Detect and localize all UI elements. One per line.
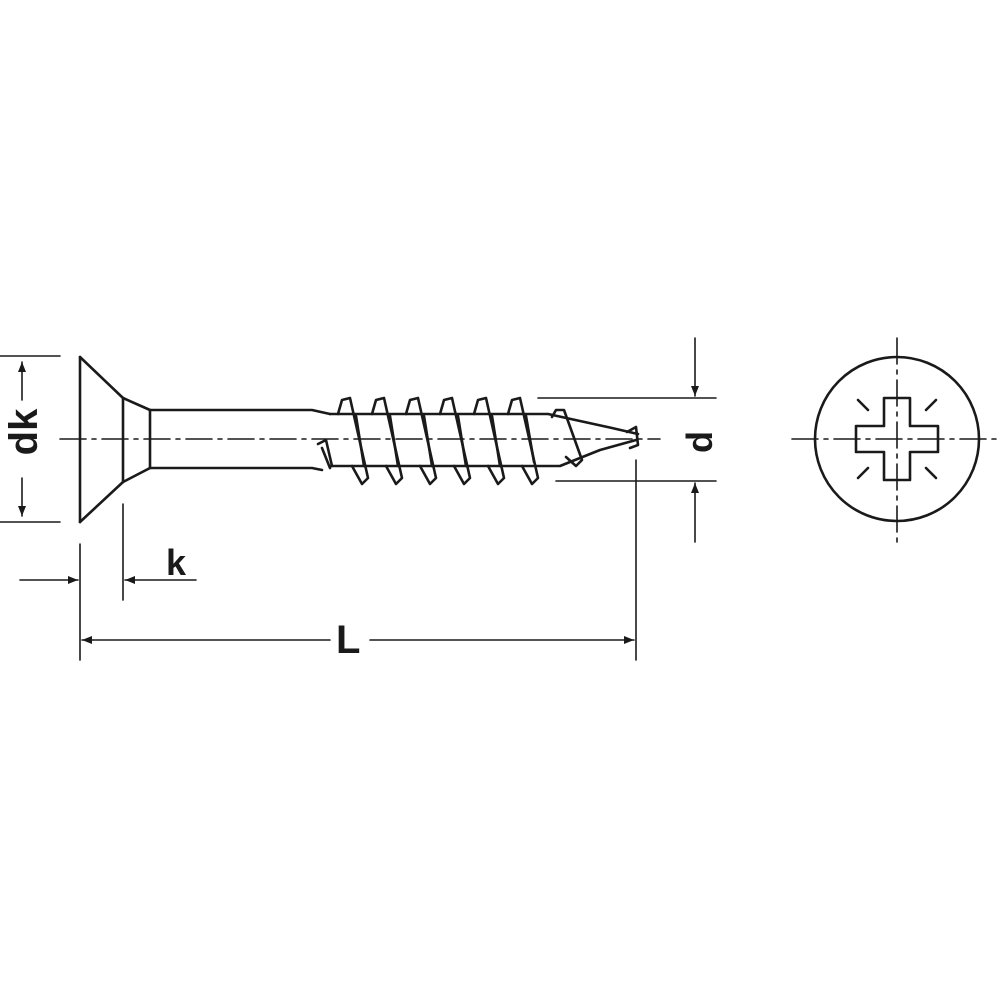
k-dimension: [19, 503, 197, 661]
d-label: d: [679, 431, 720, 453]
end-view: [813, 355, 981, 523]
pozidriv-recess-icon: [854, 396, 940, 482]
L-label: L: [336, 618, 361, 662]
screw-tip: [625, 425, 640, 450]
thread-crests: [316, 396, 584, 486]
head-outline-circle: [813, 355, 981, 523]
k-label: k: [166, 542, 187, 583]
thread-core-bottom: [328, 438, 638, 468]
centre-lines: [59, 337, 1000, 543]
thread-core: [320, 412, 640, 470]
shank: [148, 408, 332, 472]
screw-side-view: [78, 355, 640, 524]
d-dimension: [537, 337, 717, 543]
L-dimension: [81, 459, 637, 661]
dk-label: dk: [2, 408, 46, 456]
dk-dimension: [0, 355, 61, 523]
